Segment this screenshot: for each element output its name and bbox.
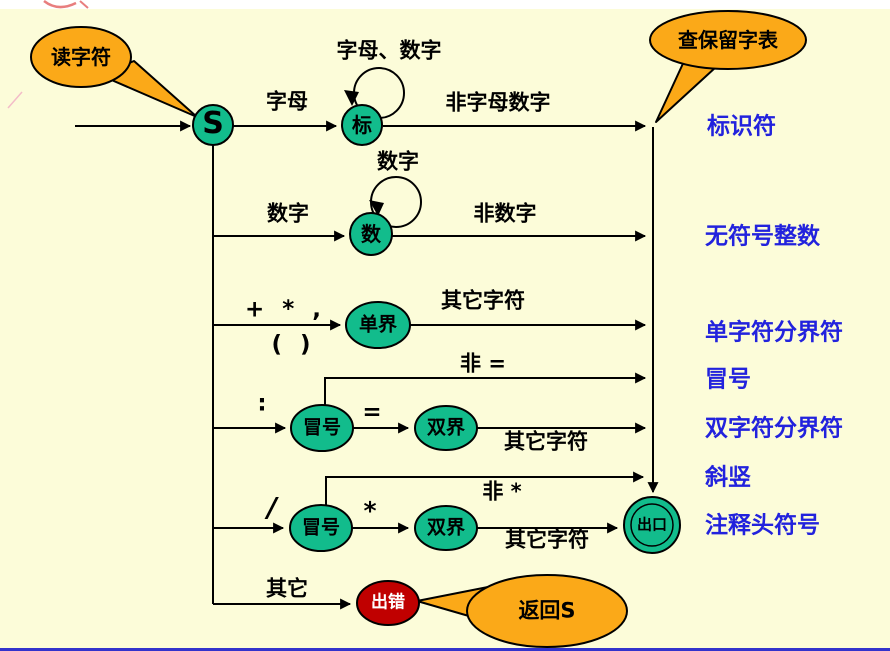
- self-loop-biao-arrowhead: [344, 90, 359, 106]
- state-exit-outer: [623, 496, 681, 554]
- edge-letter-label: 字母: [266, 89, 308, 114]
- read-char-label: 读字符: [51, 45, 111, 69]
- state-danjie-label: 单界: [358, 313, 398, 336]
- state-maohao2: [289, 504, 353, 552]
- edge-non-digit-label: 非数字: [473, 201, 537, 226]
- state-danjie: [345, 301, 411, 349]
- state-shuangjie1-label: 双界: [426, 416, 466, 439]
- state-maohao2-label: 冒号: [301, 516, 341, 539]
- result-colon-label: 冒号: [705, 366, 751, 393]
- loop-letter-digit-label: 字母、数字: [336, 38, 442, 63]
- edge-other-chars-row3-label: 其它字符: [441, 288, 525, 313]
- loop-digit-label: 数字: [377, 149, 419, 174]
- watermark-scribble: [7, 0, 89, 109]
- state-start-label: S: [202, 106, 224, 141]
- result-double-delim-label: 双字符分界符: [705, 415, 843, 442]
- edge-colon-label: :: [257, 390, 267, 417]
- edge-parentheses-label: ( ): [271, 331, 311, 358]
- result-single-delim-label: 单字符分界符: [705, 319, 843, 346]
- result-identifier-label: 标识符: [707, 113, 776, 140]
- state-shuangjie2: [414, 505, 478, 551]
- state-error-label: 出错: [371, 592, 405, 613]
- bottom-border-line: [0, 648, 890, 651]
- result-comment-head-label: 注释头符号: [705, 512, 820, 539]
- edge-star-label: *: [363, 496, 377, 526]
- edge-not-star-label: 非 *: [482, 479, 522, 504]
- result-slash-vertical-label: 斜竖: [705, 464, 751, 491]
- return-s-bubble: [466, 574, 628, 648]
- edge-slash-label: /: [267, 492, 277, 524]
- return-s-label: 返回S: [518, 598, 576, 623]
- edge-plus-star-comma-label: + * ,: [244, 296, 322, 323]
- state-shu-label: 数: [361, 222, 381, 246]
- self-loop-shu-arrowhead: [369, 200, 384, 216]
- edge-non-letter-digit-label: 非字母数字: [445, 90, 551, 115]
- bypass-not-equal-line: [324, 372, 647, 405]
- state-biao: [341, 104, 383, 146]
- state-shuangjie2-label: 双界: [426, 516, 466, 539]
- state-start: [192, 104, 234, 146]
- state-shuangjie1: [414, 405, 478, 451]
- state-exit-inner: [630, 503, 674, 547]
- edge-other-chars-row4-label: 其它字符: [504, 429, 588, 454]
- state-maohao1: [290, 404, 354, 452]
- bypass-not-star-line: [325, 471, 645, 505]
- top-margin-strip: [0, 0, 890, 9]
- read-char-bubble: [30, 26, 132, 88]
- state-maohao1-label: 冒号: [302, 416, 342, 439]
- state-shu: [349, 212, 393, 256]
- state-error: [356, 580, 420, 626]
- result-unsigned-integer-label: 无符号整数: [705, 223, 820, 250]
- state-exit-label: 出口: [636, 515, 668, 534]
- check-reserved-label: 查保留字表: [678, 28, 778, 52]
- edge-not-equal-label: 非 =: [460, 351, 506, 376]
- state-biao-label: 标: [352, 113, 372, 137]
- edge-equals-label: =: [362, 399, 382, 426]
- check-reserved-bubble: [649, 10, 807, 70]
- edge-digit-label: 数字: [267, 201, 309, 226]
- edge-other-label: 其它: [266, 576, 308, 601]
- edge-other-chars-row5-label: 其它字符: [505, 527, 589, 552]
